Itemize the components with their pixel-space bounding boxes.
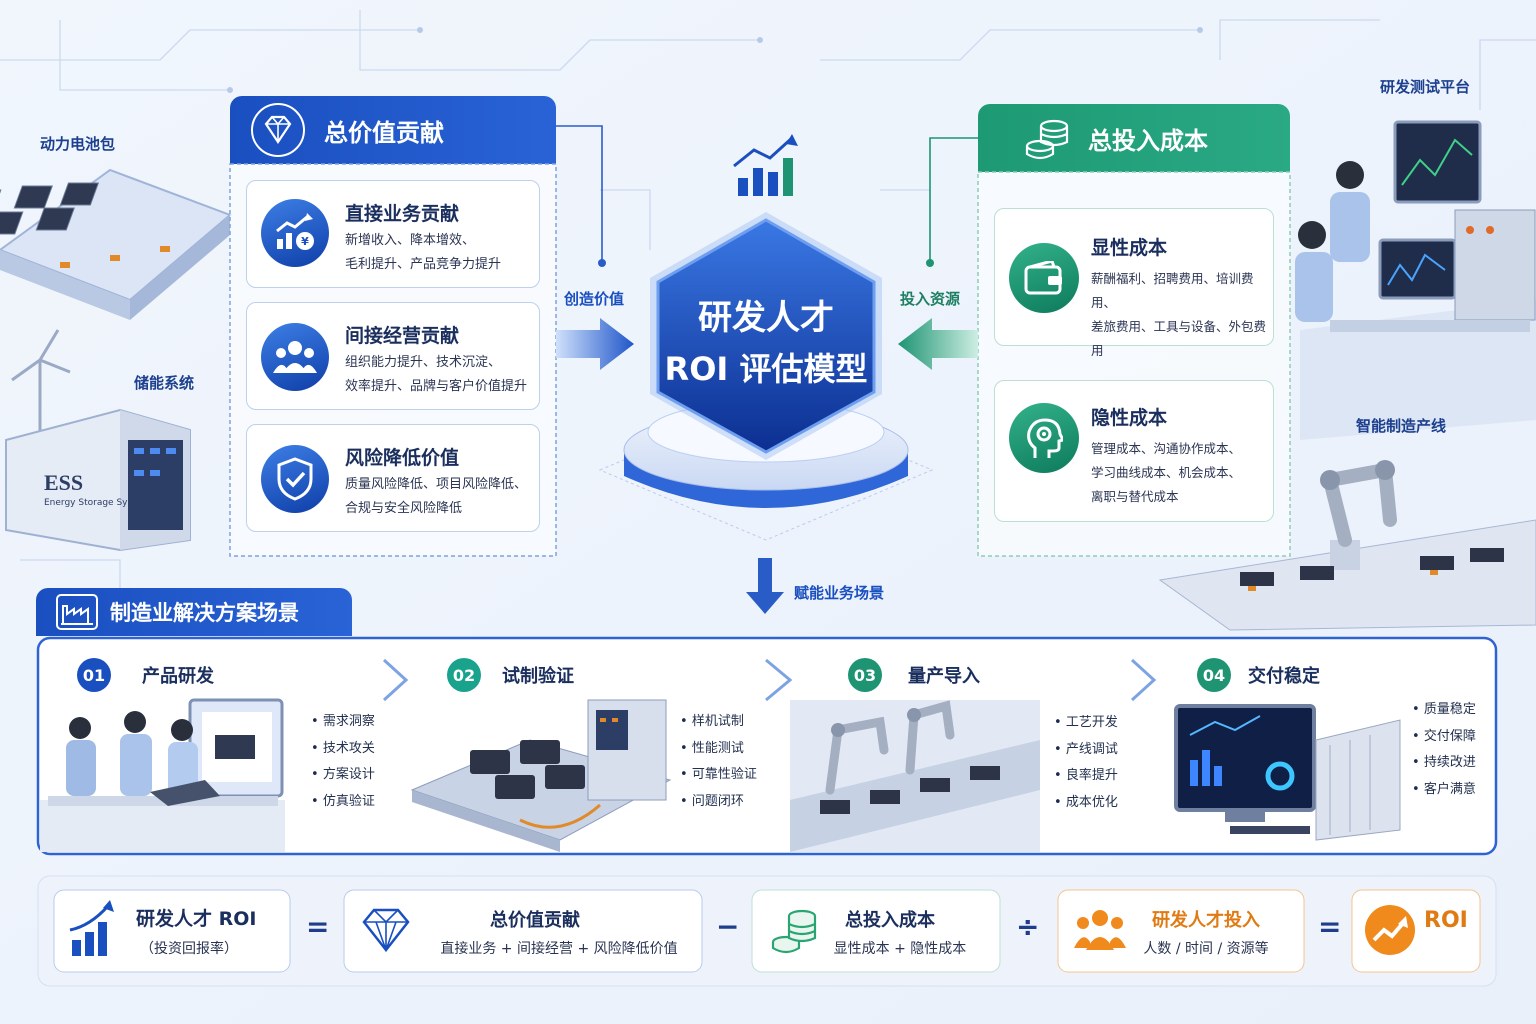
ess-logo: ESS xyxy=(44,470,84,495)
list-item: 需求洞察 xyxy=(311,709,375,736)
list-item: 问题闭环 xyxy=(680,789,757,816)
list-item: 可靠性验证 xyxy=(680,762,757,789)
list-item: 产线调试 xyxy=(1054,737,1118,764)
value-card-title: 间接经营贡献 xyxy=(345,325,460,347)
formula-equals-op: = xyxy=(1318,910,1342,943)
formula-equals-op: = xyxy=(306,910,330,943)
stage-title: 交付稳定 xyxy=(1248,666,1320,687)
value-card-direct: ¥ 直接业务贡献 新增收入、降本增效、毛利提升、产品竞争力提升 xyxy=(246,180,540,288)
stage-number-badge: 01 xyxy=(77,658,111,692)
cost-card-title: 显性成本 xyxy=(1091,237,1168,259)
list-item: 样机试制 xyxy=(680,709,757,736)
list-item: 客户满意 xyxy=(1412,777,1476,804)
formula-roi-title: 研发人才 ROI xyxy=(136,908,257,930)
stage3-illustration xyxy=(790,700,1040,852)
growth-yen-icon: ¥ xyxy=(261,199,329,267)
factory-icon xyxy=(56,594,98,630)
stage-title: 量产导入 xyxy=(908,666,980,687)
value-panel-title: 总价值贡献 xyxy=(324,118,444,147)
list-item: 方案设计 xyxy=(311,762,375,789)
coins-icon xyxy=(771,909,817,954)
cost-card-title: 隐性成本 xyxy=(1091,407,1168,429)
stage1-illustration xyxy=(40,698,285,852)
rd-lab-illustration xyxy=(1295,120,1536,440)
flow-label-create-value: 创造价值 xyxy=(564,290,625,308)
scenario-header: 制造业解决方案场景 xyxy=(56,594,299,630)
list-item: 交付保障 xyxy=(1412,724,1476,751)
cost-card-implicit: 隐性成本 管理成本、沟通协作成本、学习曲线成本、机会成本、离职与替代成本 xyxy=(994,380,1274,522)
roi-result-icon xyxy=(1365,905,1415,955)
list-item: 技术攻关 xyxy=(311,736,375,763)
stage2-illustration xyxy=(410,699,672,852)
formula-minus-op: − xyxy=(716,910,740,943)
cost-panel-title: 总投入成本 xyxy=(1088,126,1208,155)
roi-growth-icon xyxy=(69,900,114,956)
flow-label-empower-business: 赋能业务场景 xyxy=(794,584,885,602)
value-card-desc: 组织能力提升、技术沉淀、效率提升、品牌与客户价值提升 xyxy=(345,355,528,394)
battery-pack-illustration xyxy=(0,168,232,320)
stage-bullets: 样机试制 性能测试 可靠性验证 问题闭环 xyxy=(680,709,757,815)
formula-value-subtitle: 直接业务 + 间接经营 + 风险降低价值 xyxy=(440,941,678,957)
list-item: 仿真验证 xyxy=(311,789,375,816)
list-item: 良率提升 xyxy=(1054,763,1118,790)
cost-card-desc: 薪酬福利、招聘费用、培训费用、差旅费用、工具与设备、外包费用 xyxy=(1091,271,1267,358)
center-bar-icon xyxy=(733,134,798,196)
value-card-desc: 新增收入、降本增效、毛利提升、产品竞争力提升 xyxy=(345,233,502,272)
stage-title: 试制验证 xyxy=(502,666,574,687)
team-icon xyxy=(1074,910,1126,950)
formula-talent-title: 研发人才投入 xyxy=(1152,910,1260,931)
ess-container-illustration xyxy=(5,329,191,552)
value-card-title: 风险降低价值 xyxy=(345,447,460,469)
smart-line-illustration xyxy=(1158,460,1536,631)
center-title-line1: 研发人才 xyxy=(698,298,834,338)
list-item: 性能测试 xyxy=(680,736,757,763)
formula-divide-op: ÷ xyxy=(1016,910,1040,943)
team-icon xyxy=(261,323,329,391)
scene-rd-platform-label: 研发测试平台 xyxy=(1380,78,1471,96)
value-card-risk: 风险降低价值 质量风险降低、项目风险降低、合规与安全风险降低 xyxy=(246,424,540,532)
value-card-desc: 质量风险降低、项目风险降低、合规与安全风险降低 xyxy=(345,477,528,516)
value-card-title: 直接业务贡献 xyxy=(345,203,460,225)
scene-battery-pack-label: 动力电池包 xyxy=(40,135,116,153)
value-panel-header: 总价值贡献 xyxy=(230,96,556,164)
stage-number-badge: 04 xyxy=(1197,658,1231,692)
flow-label-invest-resources: 投入资源 xyxy=(900,290,961,308)
coins-icon xyxy=(1025,119,1069,160)
stage-bullets: 需求洞察 技术攻关 方案设计 仿真验证 xyxy=(311,709,375,815)
list-item: 工艺开发 xyxy=(1054,710,1118,737)
scene-smart-line-label: 智能制造产线 xyxy=(1356,417,1447,435)
list-item: 持续改进 xyxy=(1412,750,1476,777)
list-item: 质量稳定 xyxy=(1412,697,1476,724)
stage4-illustration xyxy=(1174,704,1401,841)
cost-card-desc: 管理成本、沟通协作成本、学习曲线成本、机会成本、离职与替代成本 xyxy=(1091,441,1242,504)
center-title-line2: ROI 评估模型 xyxy=(664,350,868,388)
ess-caption: Energy Storage System xyxy=(44,498,151,508)
value-card-indirect: 间接经营贡献 组织能力提升、技术沉淀、效率提升、品牌与客户价值提升 xyxy=(246,302,540,410)
shield-check-icon xyxy=(261,445,329,513)
stage-title: 产品研发 xyxy=(142,666,214,687)
cost-card-explicit: 显性成本 薪酬福利、招聘费用、培训费用、差旅费用、工具与设备、外包费用 xyxy=(994,208,1274,358)
scenario-title: 制造业解决方案场景 xyxy=(110,601,299,625)
cost-panel-header: 总投入成本 xyxy=(978,104,1290,172)
formula-cost-title: 总投入成本 xyxy=(845,910,935,931)
diamond-icon xyxy=(362,908,410,953)
stage-number-badge: 02 xyxy=(447,658,481,692)
svg-text:¥: ¥ xyxy=(301,235,309,248)
center-platform xyxy=(598,212,934,541)
formula-talent-subtitle: 人数 / 时间 / 资源等 xyxy=(1143,941,1269,957)
stage-bullets: 质量稳定 交付保障 持续改进 客户满意 xyxy=(1412,697,1476,803)
stage-number-badge: 03 xyxy=(848,658,882,692)
diamond-icon xyxy=(251,103,305,157)
stage-bullets: 工艺开发 产线调试 良率提升 成本优化 xyxy=(1054,710,1118,816)
formula-result-label: ROI xyxy=(1424,908,1468,933)
wallet-icon xyxy=(1009,243,1079,313)
scene-storage-label: 储能系统 xyxy=(134,374,195,392)
formula-cost-subtitle: 显性成本 + 隐性成本 xyxy=(833,941,967,957)
formula-roi-subtitle: （投资回报率） xyxy=(140,941,238,957)
list-item: 成本优化 xyxy=(1054,790,1118,817)
head-gear-icon xyxy=(1009,403,1079,473)
formula-value-title: 总价值贡献 xyxy=(490,910,580,931)
